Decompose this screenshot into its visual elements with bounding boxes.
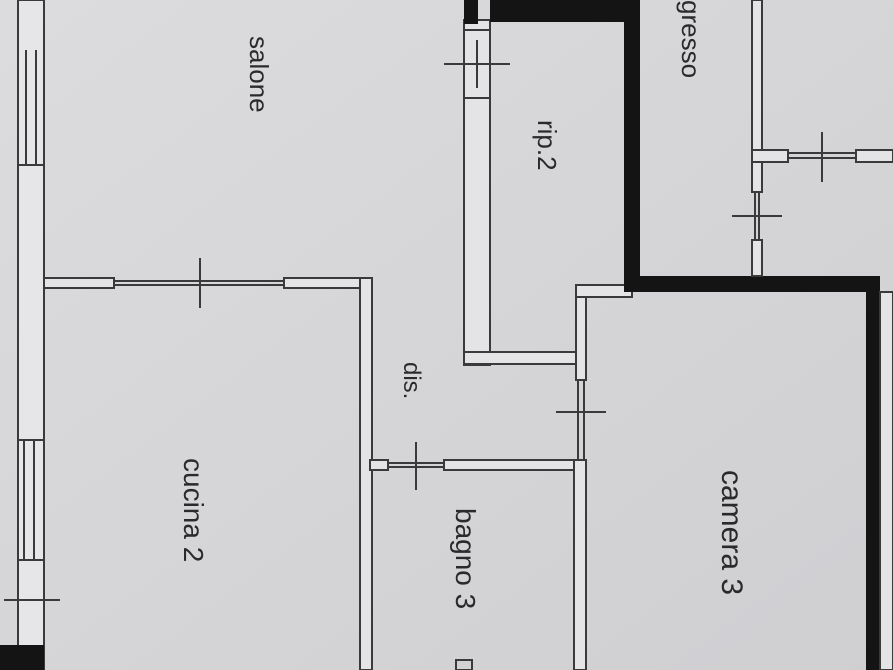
door-camera (556, 380, 606, 460)
room-label-dis: dis. (398, 362, 425, 399)
wall-bagno-top (369, 459, 587, 670)
door-bagno (388, 442, 444, 490)
door-rip (444, 29, 510, 99)
exterior-wall-left-bottom (0, 645, 44, 670)
wall-right-strip (879, 291, 893, 670)
wall-ingresso (751, 0, 893, 277)
room-label-bagno: bagno 3 (450, 508, 481, 609)
exterior-wall-left (17, 0, 45, 670)
wall-salone-cucina (43, 277, 373, 670)
door-ingresso (732, 132, 856, 240)
room-label-salone: salone (244, 36, 274, 113)
thick-walls (464, 0, 880, 670)
wall-corridor-camera (575, 284, 633, 381)
room-label-ingresso: gresso (676, 0, 706, 78)
window-upper (18, 50, 44, 166)
room-label-camera: camera 3 (715, 470, 748, 595)
room-label-rip: rip.2 (532, 120, 562, 171)
window-lower (4, 439, 60, 601)
door-cucina (114, 258, 284, 308)
fixture-bagno (455, 659, 473, 670)
room-label-cucina: cucina 2 (178, 458, 209, 562)
